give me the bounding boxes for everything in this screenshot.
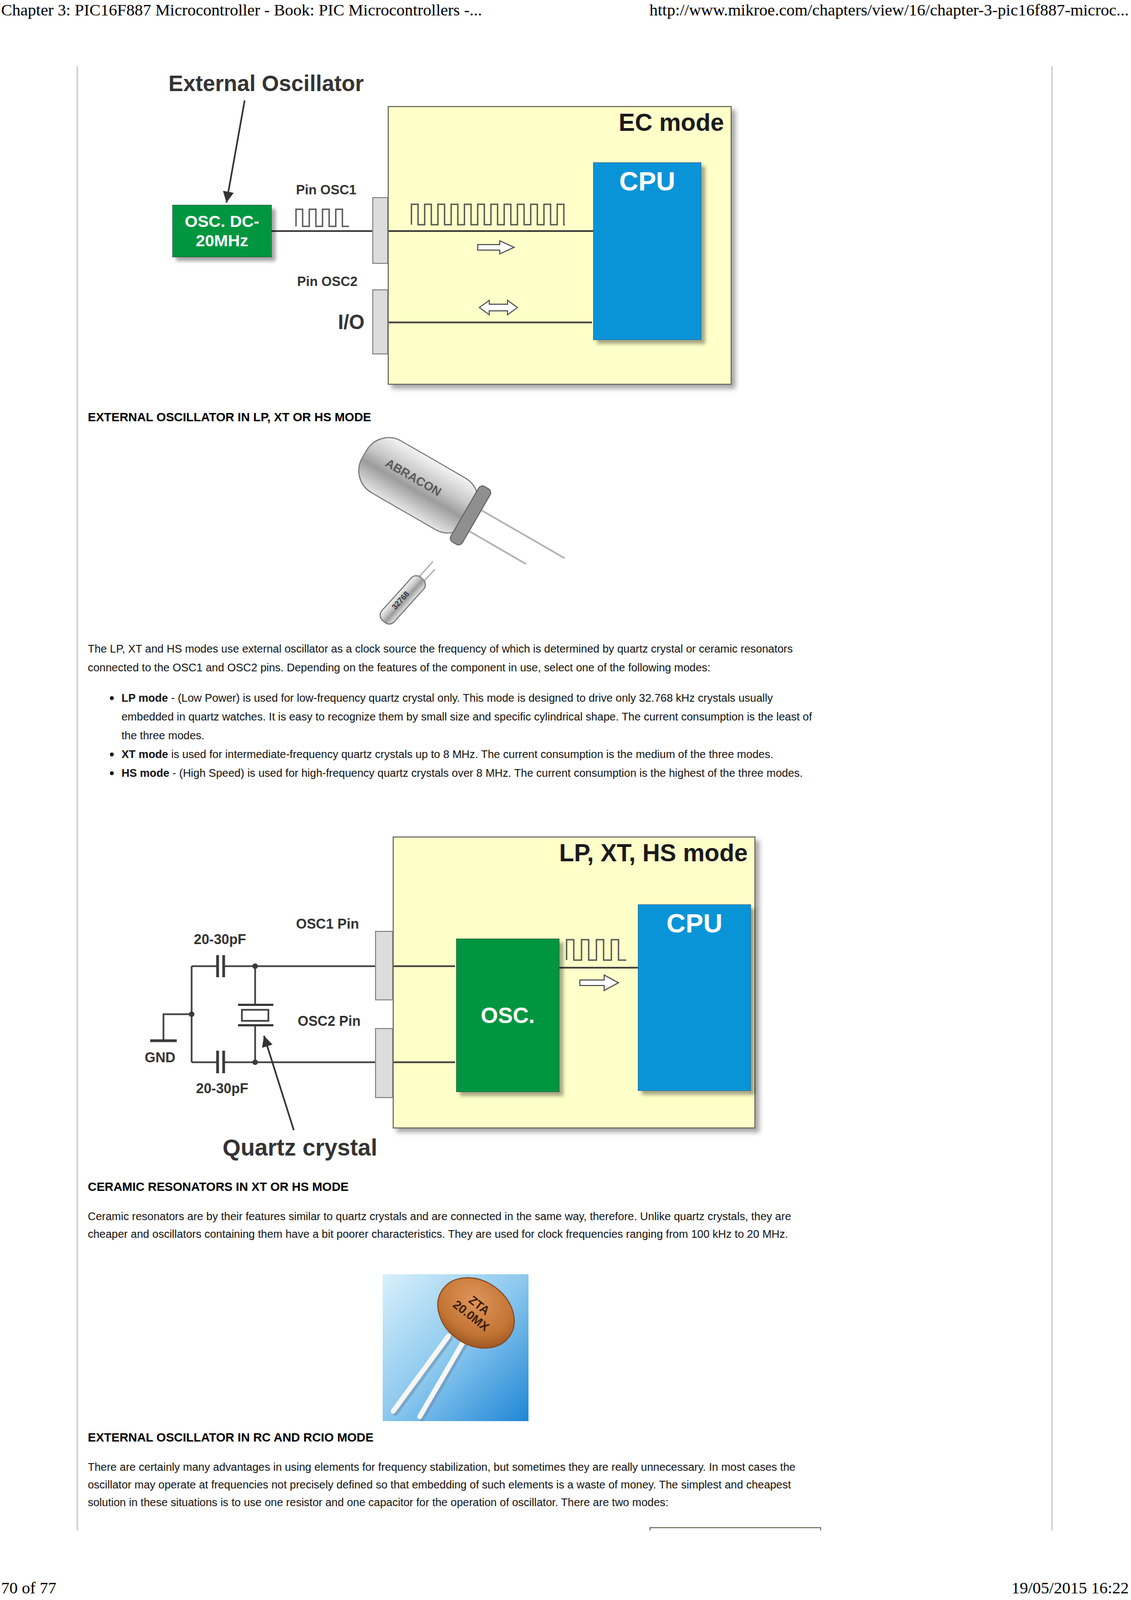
hollow-double-arrow [479,300,518,315]
lead-shadow [421,1345,465,1420]
pin-name: OSC1 Pin [296,916,359,933]
square-wave [566,939,627,961]
page-rule [76,66,79,1531]
pin-function: I/O [337,310,365,334]
mode-term: XT mode [121,748,168,761]
bullet-dot [109,696,114,701]
crystal-circuit [150,955,456,1074]
oscillator-block: OSC. [456,938,560,1093]
leader-line [226,100,245,203]
ground-label: GND [144,1049,176,1066]
capacitor-symbol [217,1050,224,1074]
bullet-item: XT modeis used for intermediate-frequenc… [121,744,826,764]
mode-frame: EC modeCPU [387,106,732,385]
io-wire [387,321,593,324]
section-heading: EXTERNAL OSCILLATOR IN LP, XT OR HS MODE [87,410,372,425]
square-wave [411,204,565,225]
crystal-photo [348,426,576,627]
direction-arrow [477,240,619,991]
pin-block [375,1028,393,1098]
crystal-lead [461,526,527,565]
junction-dot [188,1011,195,1018]
mode-title: LP, XT, HS mode [559,839,749,867]
timestamp: 19/05/2015 16:22 [1011,1578,1129,1599]
body-text: is used for intermediate-frequency quart… [171,748,774,761]
body-text: The LP, XT and HS modes use external osc… [87,639,826,678]
capacitor-value: 20-30pF [196,1080,248,1097]
block-label: OSC. DC-20MHz [176,212,268,251]
signal-wire [271,230,594,232]
page-number: 70 of 77 [1,1578,57,1599]
oscillator-block: OSC. DC-20MHz [172,204,272,258]
hc49-crystal [348,426,576,595]
wire [392,966,456,1063]
page-header: Chapter 3: PIC16F887 Microcontroller - B… [1,0,483,20]
pin-name: OSC2 Pin [297,1013,361,1030]
mode-term: HS mode [121,767,170,780]
crystal-base [448,484,493,547]
wire [191,1061,218,1064]
mode-frame-fill [392,836,756,1129]
body-text: - (Low Power) is used for low-frequency … [121,691,812,742]
pin-block [372,289,388,354]
resonator-lead [419,1343,463,1418]
resonator-photo [382,1263,529,1422]
page-rule [1051,66,1054,1531]
resonator-lead [393,1336,449,1412]
junction-dot [252,1059,258,1066]
pin-name: Pin OSC1 [296,182,357,198]
bullet-item: HS mode- (High Speed) is used for high-f… [121,763,826,783]
capacitor-value: 20-30pF [193,931,246,948]
block-label: OSC. [481,1002,536,1029]
mode-title: EC mode [618,109,724,136]
capacitor-symbol [217,955,224,978]
callout-label: External Oscillator [168,70,364,97]
cpu-block: CPU [637,904,752,1092]
crystal-symbol [241,1010,269,1022]
section-heading: EXTERNAL OSCILLATOR IN RC AND RCIO MODE [87,1430,374,1446]
wire [223,1061,376,1064]
block-label: CPU [596,167,698,197]
signal-wire [559,966,638,969]
cpu-block: CPU [593,162,702,341]
wire [163,1014,192,1041]
next-figure-edge [649,1528,821,1531]
wire [191,965,218,968]
bullet-item: LP mode- (Low Power) is used for low-fre… [121,688,826,745]
mode-frame-fill [387,106,732,385]
bullet-list: LP mode- (Low Power) is used for low-fre… [121,688,826,783]
crystal-symbol [238,1005,274,1026]
bullet-dot [109,752,114,757]
crystal-can [377,573,428,627]
watch-crystal [377,558,442,627]
pin-block [372,197,388,264]
mode-frame: LP, XT, HS modeOSC. CPU [392,836,756,1129]
block-label: CPU [641,909,748,939]
body-text: There are certainly many advantages in u… [87,1458,826,1512]
crystal-lead [473,505,565,559]
junction-dot [252,963,258,970]
square-wave [296,209,350,227]
callout-label: Quartz crystal [222,1134,378,1162]
resonator-body [424,1263,528,1363]
body-text: - (High Speed) is used for high-frequenc… [172,767,803,780]
wire [223,965,376,968]
pin-name: Pin OSC2 [297,273,358,290]
ground-symbol [150,1039,177,1043]
hollow-arrow [477,240,515,255]
bullet-dot [109,771,114,776]
hollow-arrow [579,975,619,991]
body-text: Ceramic resonators are by their features… [87,1207,826,1244]
leader-line [263,1036,294,1131]
page-url: http://www.mikroe.com/chapters/view/16/c… [649,0,1129,20]
mode-term: LP mode [121,691,168,705]
pin-block [375,931,393,1001]
section-heading: CERAMIC RESONATORS IN XT OR HS MODE [87,1180,349,1195]
